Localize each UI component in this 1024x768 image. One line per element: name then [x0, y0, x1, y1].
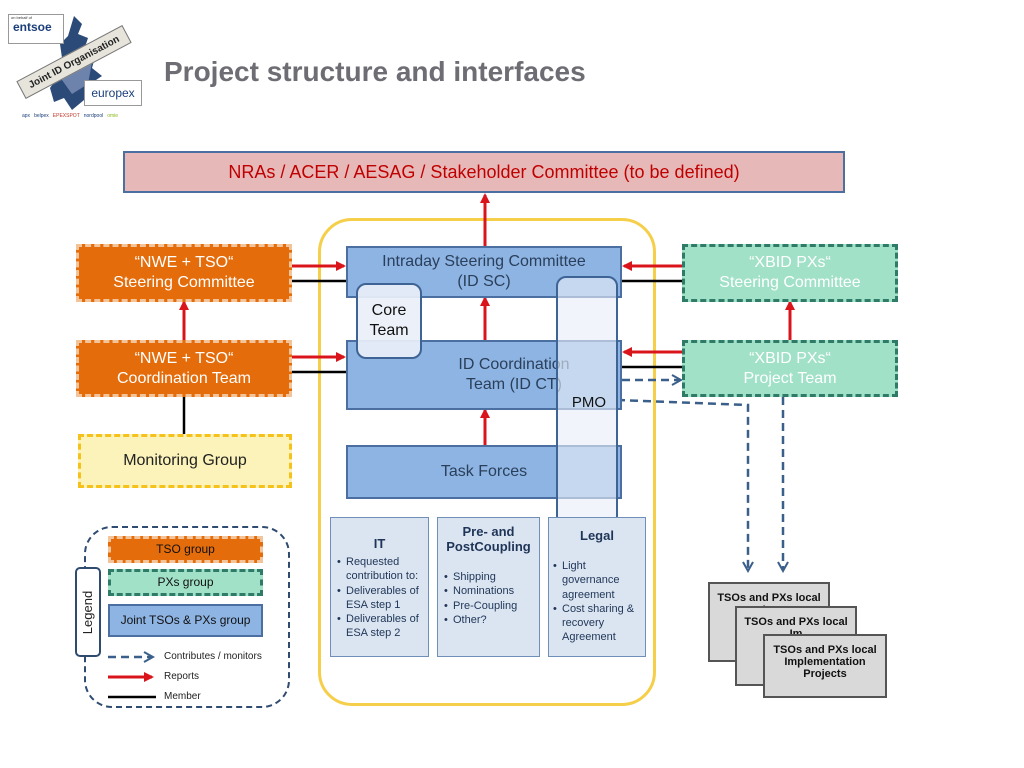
belpex-logo: belpex: [34, 113, 49, 119]
nwe-coordination-team-box: “NWE + TSO“ Coordination Team: [76, 340, 292, 397]
it-item: Requested contribution to:: [337, 555, 426, 584]
coupling-title-line1: Pre- and: [462, 524, 515, 539]
contributes-arrow: [616, 398, 748, 570]
coupling-item: Pre-Coupling: [444, 599, 537, 614]
legend-tso-label: TSO group: [156, 542, 215, 556]
xbid-project-line1: “XBID PXs“: [749, 349, 831, 367]
legal-item: Light governance agreement: [553, 559, 643, 602]
legal-workstream-box: Legal Light governance agreement Cost sh…: [548, 517, 646, 657]
legend-contributes-label: Contributes / monitors: [164, 651, 262, 662]
entsoe-logo: on behalf of entsoe: [8, 14, 64, 44]
it-item: Deliverables of ESA step 2: [337, 612, 426, 641]
logo-area: on behalf of entsoe Joint ID Organisatio…: [4, 10, 154, 125]
local-project-front-label: TSOs and PXs local Implementation Projec…: [773, 644, 877, 680]
xbid-steering-committee-box: “XBID PXs“ Steering Committee: [682, 244, 898, 302]
nwe-steering-committee-box: “NWE + TSO“ Steering Committee: [76, 244, 292, 302]
legend-tso-swatch: TSO group: [108, 536, 263, 563]
nwe-steering-line1: “NWE + TSO“: [134, 254, 234, 271]
coupling-item: Nominations: [444, 584, 537, 599]
europex-name: europex: [91, 86, 135, 100]
europex-logo: europex: [84, 80, 142, 106]
legend-label-box: Legend: [75, 567, 101, 657]
it-item: Deliverables of ESA step 1: [337, 584, 426, 613]
xbid-steering-line2: Steering Committee: [719, 274, 861, 291]
apx-logo: apx: [22, 113, 31, 119]
legend-pxs-swatch: PXs group: [108, 569, 263, 596]
id-ct-line1: ID Coordination: [458, 356, 570, 373]
page-title: Project structure and interfaces: [164, 56, 586, 87]
nwe-coordination-line2: Coordination Team: [116, 369, 251, 387]
pmo-box: PMO: [556, 276, 618, 526]
core-team-line2: Team: [369, 322, 409, 339]
legal-item: Cost sharing & recovery Agreement: [553, 602, 643, 645]
it-title: IT: [373, 536, 386, 551]
nordpool-logo: nordpool: [83, 113, 104, 119]
legend-member-label: Member: [164, 691, 201, 702]
legend-joint-label: Joint TSOs & PXs group: [120, 613, 251, 627]
entsoe-name: entsoe: [13, 20, 52, 34]
xbid-steering-line1: “XBID PXs“: [749, 254, 831, 271]
coupling-title-line2: PostCoupling: [446, 539, 531, 554]
local-project-card-front: TSOs and PXs local Implementation Projec…: [763, 634, 887, 698]
legend-pxs-label: PXs group: [157, 575, 214, 589]
monitoring-group-label: Monitoring Group: [123, 452, 247, 469]
legend-joint-swatch: Joint TSOs & PXs group: [108, 604, 263, 637]
nwe-steering-line2: Steering Committee: [113, 274, 255, 291]
omie-logo: omie: [107, 113, 119, 119]
stakeholder-committee-label: NRAs / ACER / AESAG / Stakeholder Commit…: [228, 161, 740, 182]
xbid-project-line2: Project Team: [743, 369, 837, 387]
legal-title: Legal: [580, 528, 614, 543]
pre-post-coupling-box: Pre- and PostCoupling Shipping Nominatio…: [437, 517, 540, 657]
exchange-logos: apx belpex EPEXSPOT nordpool omie: [22, 110, 154, 122]
id-ct-line2: Team (ID CT): [466, 376, 562, 393]
task-forces-label: Task Forces: [440, 463, 528, 480]
id-sc-line2: (ID SC): [457, 273, 511, 290]
monitoring-group-box: Monitoring Group: [78, 434, 292, 488]
epexspot-logo: EPEXSPOT: [52, 113, 80, 119]
core-team-box: Core Team: [356, 283, 422, 359]
legend-reports-label: Reports: [164, 671, 200, 682]
entsoe-caption: on behalf of: [11, 15, 32, 20]
stakeholder-committee-box: NRAs / ACER / AESAG / Stakeholder Commit…: [123, 151, 845, 193]
coupling-item: Other?: [444, 613, 537, 628]
core-team-line1: Core: [371, 302, 407, 319]
pmo-label: PMO: [571, 394, 607, 411]
joint-organisation-boundary: [318, 218, 656, 706]
id-sc-line1: Intraday Steering Committee: [382, 253, 586, 270]
xbid-project-team-box: “XBID PXs“ Project Team: [682, 340, 898, 397]
it-workstream-box: IT Requested contribution to: Deliverabl…: [330, 517, 429, 657]
nwe-coordination-line1: “NWE + TSO“: [134, 349, 234, 367]
coupling-item: Shipping: [444, 570, 537, 585]
legend-label: Legend: [80, 590, 96, 634]
